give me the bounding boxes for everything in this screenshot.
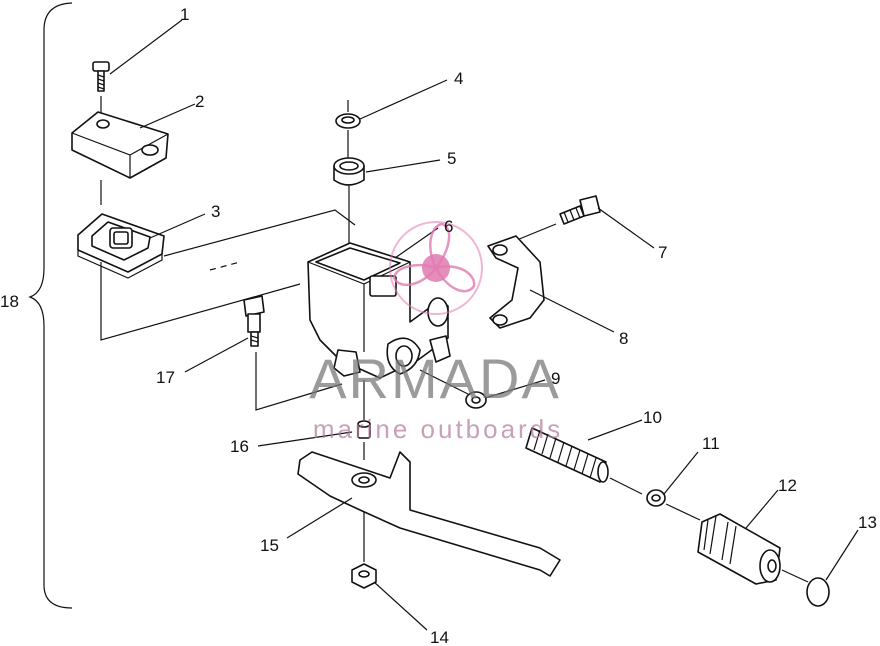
part-4-washer [335,113,361,129]
guide-line-left [100,262,301,341]
guide-line-pivot [255,352,343,411]
part-2-cover [71,111,169,179]
callout-14: 14 [430,628,449,646]
watermark-subtitle: marine outboards [313,414,563,444]
assembly-bracket [28,2,73,609]
guide-line-mid [209,261,241,271]
leader-lines [109,19,859,631]
axis-line-10 [609,477,643,495]
callout-6: 6 [444,217,453,236]
callout-7: 7 [658,243,667,262]
part-12-piston [697,513,781,585]
part-1-screw [92,61,110,92]
callout-15: 15 [260,536,279,555]
callout-4: 4 [454,69,463,88]
part-3-diaphragm [77,213,165,279]
axis-line-11 [665,503,701,521]
callout-5: 5 [447,149,456,168]
callout-1: 1 [180,5,189,24]
guide-line-top [163,209,356,257]
part-5-sleeve [333,157,365,186]
callout-17: 17 [156,368,175,387]
part-8-clamp [487,235,545,329]
axis-line-12 [781,569,809,583]
callout-12: 12 [778,476,797,495]
callout-11: 11 [702,434,720,453]
callout-3: 3 [211,202,220,221]
callout-16: 16 [230,437,249,456]
watermark-title: ARMADA [309,347,561,410]
watermark: ARMADA marine outboards [309,221,563,444]
propeller-logo-icon [389,221,483,315]
callout-9: 9 [551,369,560,388]
part-15-lever [297,451,561,577]
part-13-oring [806,577,830,607]
part-9-washer [465,391,487,409]
part-11-washer [646,489,666,507]
callout-8: 8 [619,329,628,348]
axis-line-9 [419,369,469,395]
callout-10: 10 [643,408,662,427]
part-14-nut [351,563,377,589]
callout-labels: 1 2 3 4 5 6 7 8 9 10 11 12 13 14 15 16 1… [0,5,877,646]
part-10-spring [525,427,609,483]
part-7-bolt [559,195,601,225]
callout-13: 13 [858,513,877,532]
part-17-pivot-bolt [243,295,265,347]
callout-2: 2 [195,92,204,111]
part-16-bushing [357,420,371,439]
callout-18: 18 [0,292,19,311]
